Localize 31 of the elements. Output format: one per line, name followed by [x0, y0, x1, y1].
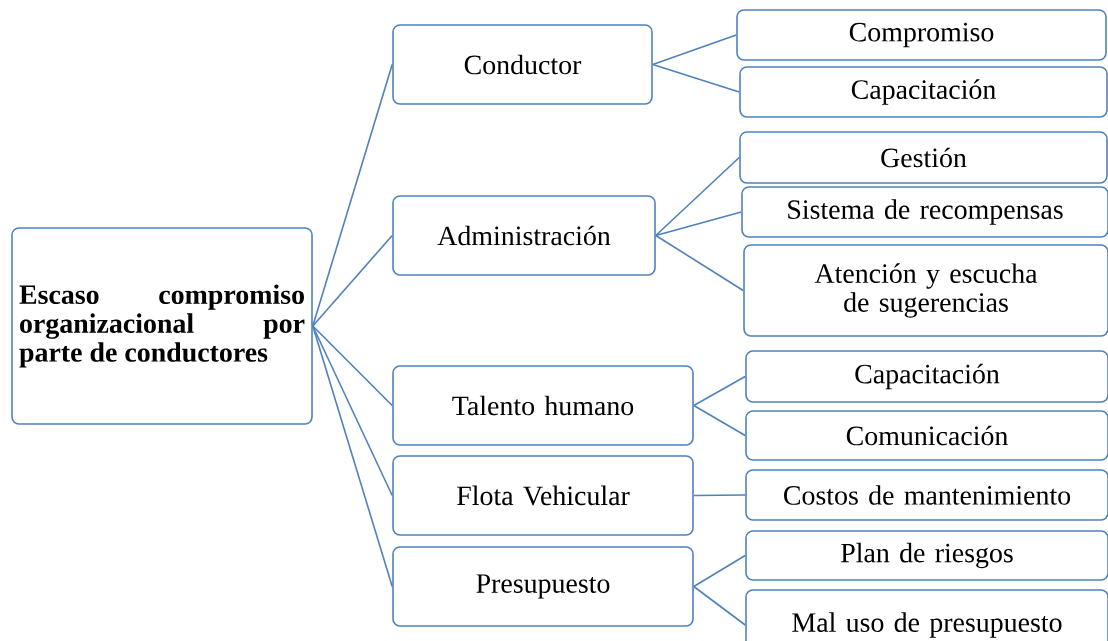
connector-line [693, 375, 746, 407]
item-box: Plan de riesgos [745, 530, 1108, 581]
item-box: Atención y escucha de sugerencias [743, 244, 1108, 337]
item-box: Compromiso [736, 9, 1107, 61]
connector-line [693, 494, 746, 497]
connector-line [693, 554, 746, 588]
connector-line [312, 325, 393, 588]
connector-line [693, 585, 746, 626]
category-box: Flota Vehicular [392, 455, 694, 536]
item-box: Comunicación [745, 410, 1108, 461]
item-box: Sistema de recompensas [741, 186, 1108, 238]
item-box: Mal uso de presupuesto [745, 589, 1108, 641]
category-box: Presupuesto [392, 546, 694, 627]
connector-line [312, 325, 393, 497]
connector-line [652, 63, 740, 93]
item-box: Costos de mantenimiento [745, 469, 1108, 521]
connector-line [655, 156, 740, 237]
connector-line [652, 34, 737, 66]
connector-line [655, 211, 742, 237]
connector-line [655, 234, 744, 292]
item-box: Capacitación [745, 350, 1108, 403]
category-box: Talento humano [392, 365, 694, 446]
category-box: Administración [392, 195, 656, 276]
connector-line [312, 63, 393, 327]
root-box: Escaso compromiso organizacional por parte de conductores [11, 227, 313, 425]
category-box: Conductor [392, 24, 653, 105]
connector-line [693, 404, 746, 437]
connector-line [312, 325, 393, 407]
connector-line [312, 234, 393, 327]
item-box: Gestión [739, 131, 1108, 184]
item-box: Capacitación [739, 66, 1108, 118]
